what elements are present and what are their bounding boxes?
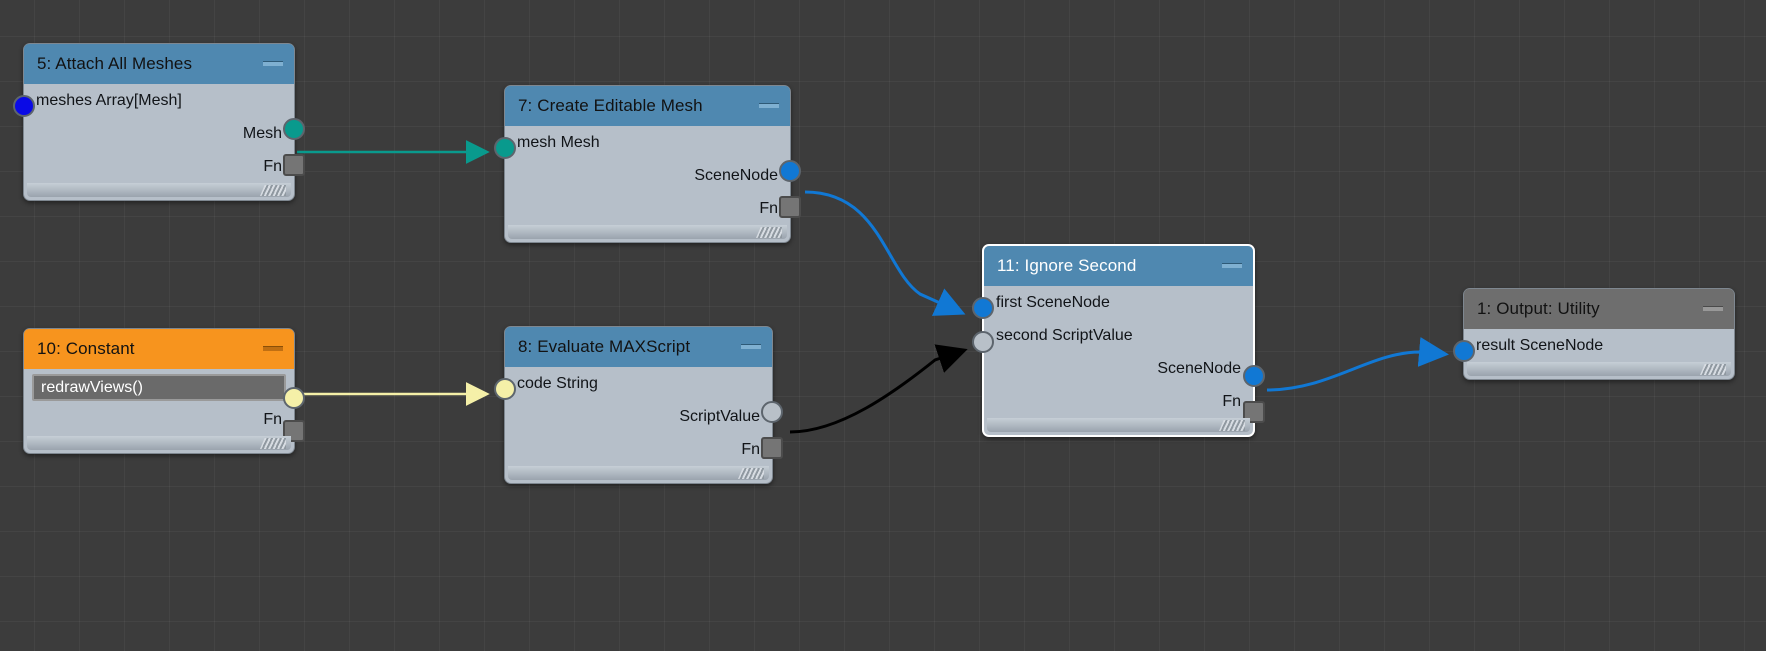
output-label: SceneNode xyxy=(1157,359,1241,377)
node-footer xyxy=(1467,362,1731,376)
node-footer xyxy=(27,183,291,197)
node-body: result SceneNode xyxy=(1453,329,1734,362)
node-header[interactable]: 8: Evaluate MAXScript xyxy=(505,327,772,367)
output-label: Fn xyxy=(741,440,760,458)
node-title: 11: Ignore Second xyxy=(997,256,1137,275)
output-port-fn[interactable] xyxy=(779,196,801,218)
input-row-code: code String xyxy=(505,367,772,400)
input-label: mesh Mesh xyxy=(517,133,600,151)
edge-scenenode-2 xyxy=(1266,336,1449,392)
node-title: 1: Output: Utility xyxy=(1477,299,1600,318)
output-port-mesh[interactable] xyxy=(283,118,305,140)
resize-grip-icon[interactable] xyxy=(1700,364,1726,375)
node-body: code String ScriptValue Fn xyxy=(494,367,783,466)
node-title: 8: Evaluate MAXScript xyxy=(518,337,691,356)
input-label: second ScriptValue xyxy=(996,326,1133,344)
node-footer xyxy=(508,225,787,239)
resize-grip-icon[interactable] xyxy=(1219,420,1245,431)
input-row-second: second ScriptValue xyxy=(984,319,1253,352)
node-footer xyxy=(987,418,1250,432)
node-body: redrawViews() Fn xyxy=(24,374,305,442)
node-header[interactable]: 10: Constant xyxy=(24,329,294,369)
input-port-result[interactable] xyxy=(1453,340,1475,362)
minimize-icon[interactable] xyxy=(1703,306,1723,311)
output-label: SceneNode xyxy=(694,166,778,184)
input-label: code String xyxy=(517,374,598,392)
input-port-code[interactable] xyxy=(494,378,516,400)
output-row-fn: Fn xyxy=(984,385,1253,418)
node-output-utility[interactable]: 1: Output: Utility result SceneNode xyxy=(1453,288,1735,380)
output-label: Fn xyxy=(263,157,282,175)
minimize-icon[interactable] xyxy=(1222,263,1242,268)
node-header[interactable]: 7: Create Editable Mesh xyxy=(505,86,790,126)
output-label: Mesh xyxy=(242,124,282,142)
minimize-icon[interactable] xyxy=(263,346,283,351)
minimize-icon[interactable] xyxy=(263,61,283,66)
output-port-scenenode[interactable] xyxy=(779,160,801,182)
edge-scenenode-1 xyxy=(804,190,966,316)
output-row-fn: Fn xyxy=(505,192,790,225)
output-row-fn: Fn xyxy=(24,150,294,183)
output-port-value[interactable] xyxy=(283,387,305,409)
node-body: first SceneNode second ScriptValue Scene… xyxy=(972,286,1265,423)
node-constant[interactable]: 10: Constant redrawViews() Fn xyxy=(23,328,305,454)
output-label: Fn xyxy=(759,199,778,217)
node-create-editable-mesh[interactable]: 7: Create Editable Mesh mesh Mesh SceneN… xyxy=(494,85,801,243)
node-title: 7: Create Editable Mesh xyxy=(518,96,703,115)
output-port-scriptvalue[interactable] xyxy=(761,401,783,423)
output-port-fn[interactable] xyxy=(1243,401,1265,423)
input-row-first: first SceneNode xyxy=(984,286,1253,319)
output-port-scenenode[interactable] xyxy=(1243,365,1265,387)
output-row-scenenode: SceneNode xyxy=(505,159,790,192)
input-port-meshes[interactable] xyxy=(13,95,35,117)
input-row-meshes: meshes Array[Mesh] xyxy=(24,84,294,117)
output-label: Fn xyxy=(1222,392,1241,410)
resize-grip-icon[interactable] xyxy=(260,438,286,449)
node-body: meshes Array[Mesh] Mesh Fn xyxy=(13,84,305,183)
input-port-second[interactable] xyxy=(972,331,994,353)
output-row-fn: Fn xyxy=(24,403,294,436)
input-port-first[interactable] xyxy=(972,297,994,319)
input-label: meshes Array[Mesh] xyxy=(36,91,182,109)
output-row-fn: Fn xyxy=(505,433,772,466)
resize-grip-icon[interactable] xyxy=(738,468,764,479)
minimize-icon[interactable] xyxy=(741,344,761,349)
output-port-fn[interactable] xyxy=(283,154,305,176)
node-header[interactable]: 11: Ignore Second xyxy=(984,246,1253,286)
node-body: mesh Mesh SceneNode Fn xyxy=(494,126,801,225)
node-footer xyxy=(508,466,769,480)
edge-scriptvalue xyxy=(789,344,968,434)
node-ignore-second[interactable]: 11: Ignore Second first SceneNode second… xyxy=(972,244,1265,437)
resize-grip-icon[interactable] xyxy=(756,227,782,238)
output-row-scriptvalue: ScriptValue xyxy=(505,400,772,433)
output-label: Fn xyxy=(263,410,282,428)
output-row-mesh: Mesh xyxy=(24,117,294,150)
node-title: 10: Constant xyxy=(37,339,135,358)
node-footer xyxy=(27,436,291,450)
node-evaluate-maxscript[interactable]: 8: Evaluate MAXScript code String Script… xyxy=(494,326,783,484)
input-label: first SceneNode xyxy=(996,293,1110,311)
output-label: ScriptValue xyxy=(679,407,760,425)
node-title: 5: Attach All Meshes xyxy=(37,54,193,73)
node-attach-all-meshes[interactable]: 5: Attach All Meshes meshes Array[Mesh] … xyxy=(13,43,305,201)
resize-grip-icon[interactable] xyxy=(260,185,286,196)
input-label: result SceneNode xyxy=(1476,336,1604,354)
minimize-icon[interactable] xyxy=(759,103,779,108)
input-row-mesh: mesh Mesh xyxy=(505,126,790,159)
input-port-mesh[interactable] xyxy=(494,137,516,159)
input-row-result: result SceneNode xyxy=(1464,329,1734,362)
output-row-scenenode: SceneNode xyxy=(984,352,1253,385)
node-header[interactable]: 5: Attach All Meshes xyxy=(24,44,294,84)
node-header[interactable]: 1: Output: Utility xyxy=(1464,289,1734,329)
constant-value-input[interactable]: redrawViews() xyxy=(32,374,286,401)
output-port-fn[interactable] xyxy=(761,437,783,459)
